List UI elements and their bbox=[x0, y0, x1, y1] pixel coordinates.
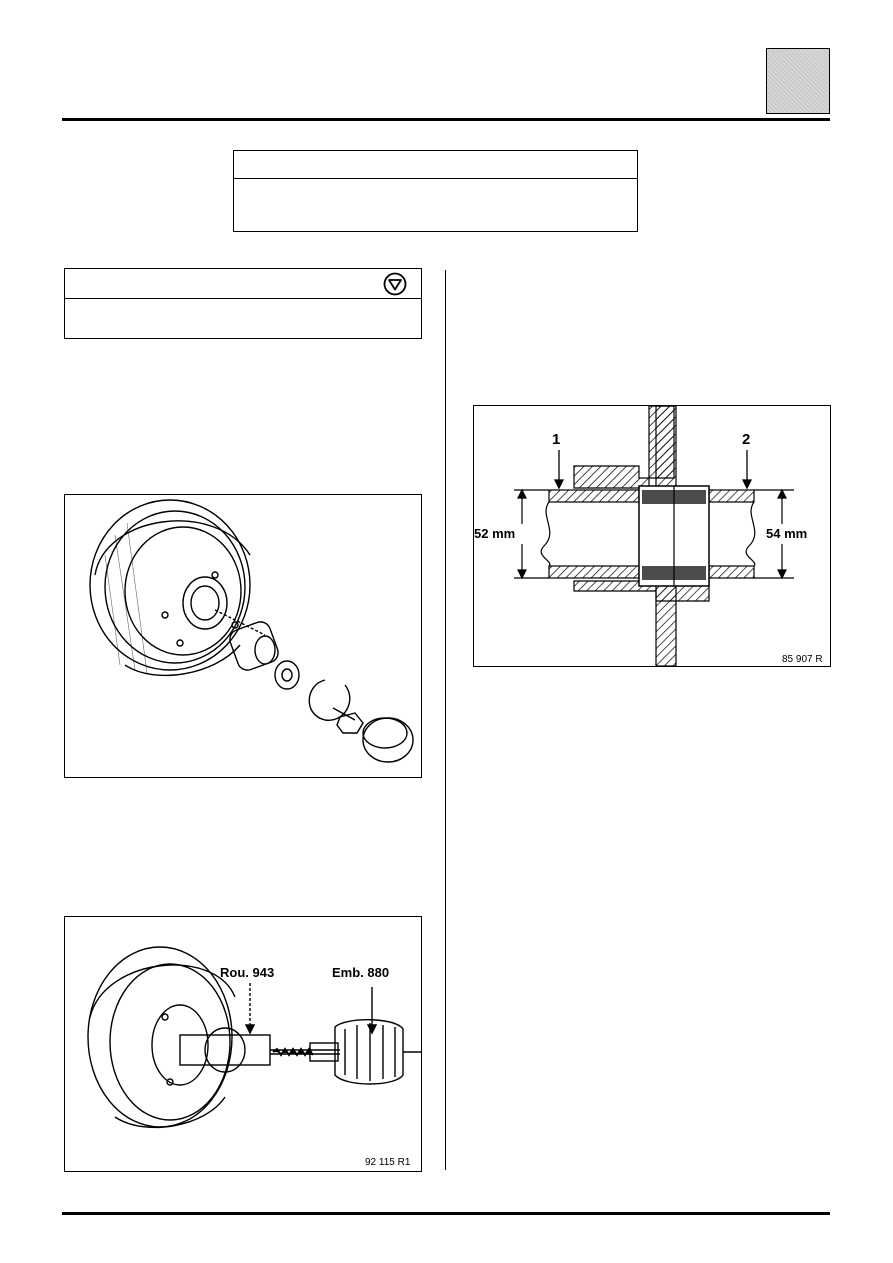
title-box bbox=[233, 150, 638, 232]
footer-rule bbox=[62, 1212, 830, 1215]
column-separator bbox=[445, 270, 446, 1170]
dimension-54mm: 54 mm bbox=[766, 526, 807, 541]
figure-code-85907: 85 907 R bbox=[782, 654, 823, 665]
tool-label-rou943: Rou. 943 bbox=[220, 965, 274, 980]
warning-box-divider bbox=[65, 298, 421, 299]
tool-label-emb880: Emb. 880 bbox=[332, 965, 389, 980]
drum-tools-illustration: Rou. 943 Emb. 880 92 115 R1 bbox=[87, 946, 421, 1168]
bearing-section-illustration: 1 2 bbox=[474, 406, 823, 666]
title-box-divider bbox=[234, 178, 637, 179]
figure-code-92115: 92 115 R1 bbox=[365, 1157, 411, 1168]
drum-exploded-illustration bbox=[89, 499, 414, 763]
figure-bearing-section: 1 2 bbox=[473, 405, 831, 667]
dimension-52mm: 52 mm bbox=[474, 526, 515, 541]
figure-drum-exploded bbox=[64, 494, 422, 778]
figure-drum-tools: Rou. 943 Emb. 880 92 115 R1 bbox=[64, 916, 422, 1172]
no-entry-triangle-icon bbox=[383, 272, 407, 296]
warning-box bbox=[64, 268, 422, 339]
callout-2: 2 bbox=[742, 431, 750, 448]
section-tab-marker bbox=[766, 48, 830, 114]
callout-1: 1 bbox=[552, 431, 560, 448]
header-rule bbox=[62, 118, 830, 121]
